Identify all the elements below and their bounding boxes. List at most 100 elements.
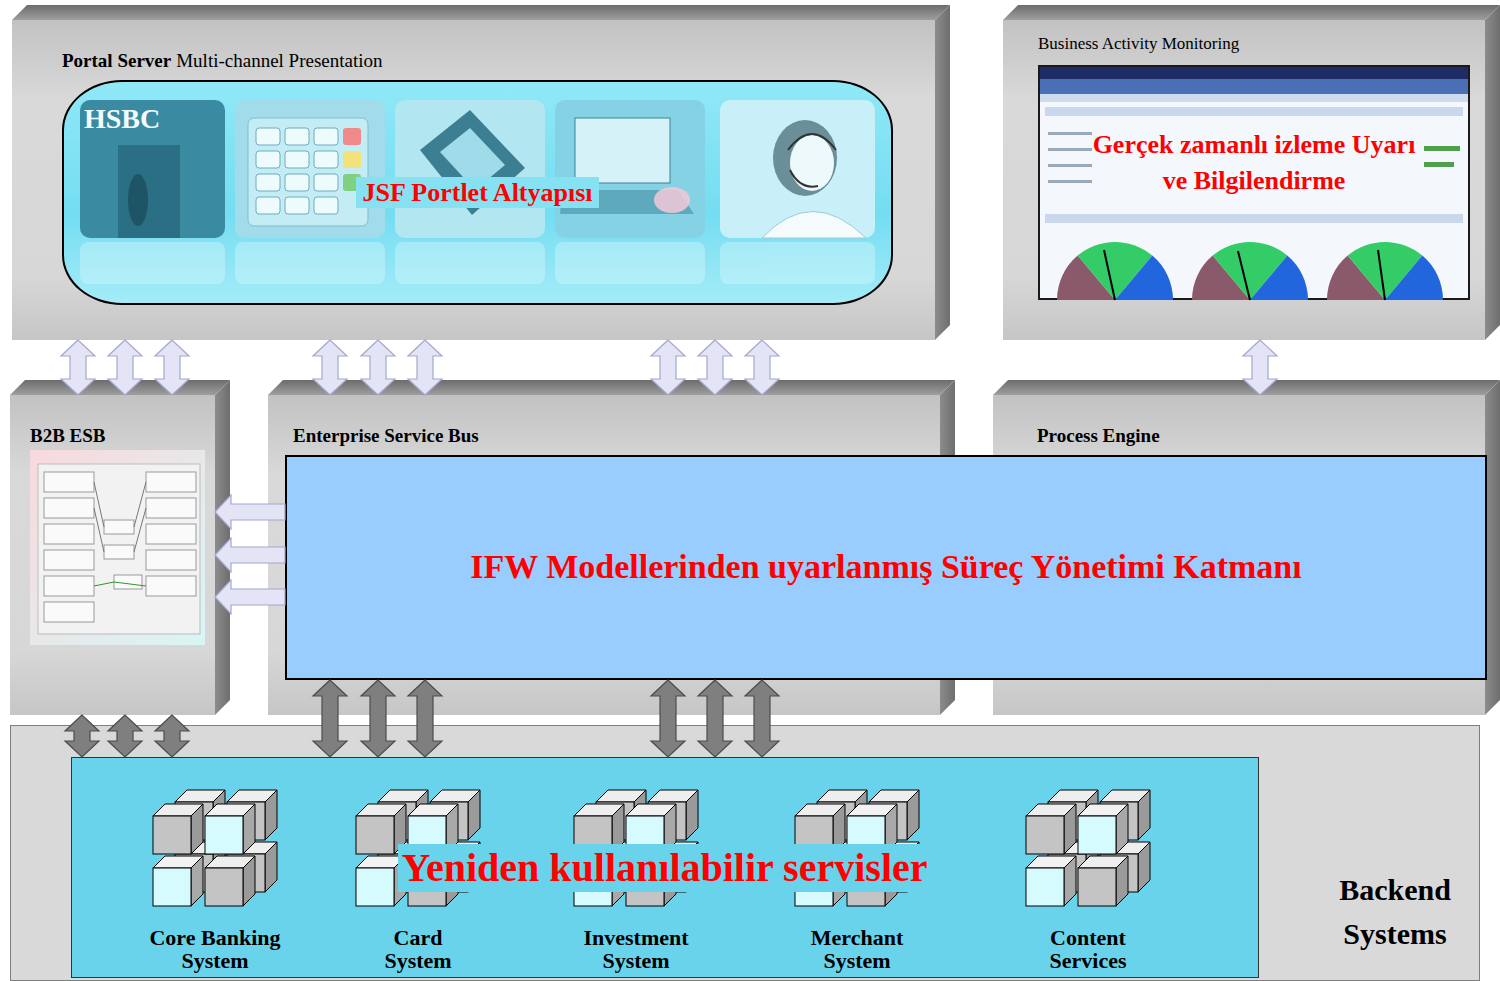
channel-photos — [235, 100, 385, 238]
channel-photos — [773, 120, 837, 196]
photo-reflections — [720, 242, 875, 284]
b2b-mapping-screenshot — [146, 472, 196, 492]
block-arrow — [651, 680, 685, 757]
b2b-mapping-screenshot — [44, 550, 94, 570]
channel-photos — [256, 174, 280, 191]
panel-title: Portal Server — [62, 50, 171, 73]
channel-photos — [118, 145, 180, 238]
channel-photos — [314, 151, 338, 168]
panel-title: Process Engine — [1037, 425, 1160, 448]
block-arrow — [408, 340, 442, 395]
channel-photos — [285, 174, 309, 191]
gauge-chart — [1057, 242, 1443, 300]
channel-photos — [440, 128, 505, 190]
channel-photos — [80, 100, 225, 238]
gauge-chart — [1238, 251, 1250, 300]
system-label: Merchant System — [797, 926, 917, 972]
service-cubes — [795, 790, 919, 906]
channel-photos — [420, 110, 525, 215]
bam-screenshot — [1048, 164, 1092, 167]
panel-title: B2B ESB — [30, 425, 106, 448]
block-arrow — [698, 680, 732, 757]
photo-reflections — [80, 242, 875, 284]
block-arrow — [215, 495, 285, 529]
block-arrow — [361, 680, 395, 757]
photo-reflections — [80, 242, 225, 284]
channel-photos — [314, 174, 338, 191]
block-arrow — [745, 340, 779, 395]
channel-photos — [314, 128, 338, 145]
b2b-mapping-screenshot — [38, 464, 200, 634]
channel-photos — [555, 100, 705, 238]
gauge-chart — [1104, 250, 1115, 300]
b2b-mapping-screenshot — [44, 498, 94, 518]
b2b-mapping-screenshot — [94, 582, 146, 586]
channel-photos — [285, 151, 309, 168]
b2b-mapping-screenshot — [44, 576, 94, 596]
text-slot: Backend Systems — [1317, 868, 1473, 955]
channel-photos — [248, 118, 368, 226]
bam-screenshot — [1424, 162, 1454, 167]
panel-title: Business Activity Monitoring — [1038, 34, 1239, 54]
b2b-mapping-screenshot — [134, 482, 146, 527]
panel-side-bevel — [1485, 380, 1500, 715]
block-arrow — [215, 580, 285, 614]
bam-screenshot — [1424, 146, 1460, 151]
channel-photos — [720, 100, 875, 238]
channel-photos — [128, 174, 148, 226]
b2b-mapping-screenshot — [104, 545, 134, 559]
bam-screenshot — [1048, 180, 1092, 183]
block-arrow — [108, 715, 142, 757]
system-label: Card System — [378, 926, 458, 972]
channel-photos — [762, 212, 866, 239]
bam-screenshot — [1040, 94, 1468, 102]
text-slot: Gerçek zamanlı izleme Uyarı ve Bilgilend… — [1089, 127, 1419, 200]
block-arrow — [361, 340, 395, 395]
panel-title: Enterprise Service Bus — [293, 425, 479, 448]
bam-screenshot — [1040, 67, 1468, 79]
bam-screenshot — [1040, 79, 1468, 94]
block-arrow — [313, 680, 347, 757]
text-slot: Merchant System — [797, 926, 917, 972]
photo-sign: HSBC — [84, 104, 160, 135]
text-slot: Multi-channel Presentation — [176, 50, 556, 73]
block-arrow — [698, 340, 732, 395]
photo-reflections — [555, 242, 705, 284]
channel-photos — [314, 197, 338, 214]
bam-screenshot — [1040, 67, 1468, 223]
service-cubes — [356, 790, 480, 906]
b2b-mapping-screenshot — [104, 520, 134, 534]
block-arrow — [651, 340, 685, 395]
b2b-mapping-screenshot — [44, 602, 94, 622]
channel-photos — [285, 128, 309, 145]
b2b-mapping-screenshot — [134, 508, 146, 552]
photo-reflections — [395, 242, 545, 284]
block-arrow — [155, 715, 189, 757]
text-slot: Enterprise Service Bus — [293, 425, 693, 448]
channel-photos — [343, 151, 361, 168]
system-label: Investment System — [571, 926, 701, 972]
b2b-mapping-screenshot — [44, 472, 94, 492]
b2b-mapping-screenshot — [94, 508, 104, 552]
panel-side-bevel — [935, 5, 950, 340]
block-arrow — [65, 715, 99, 757]
block-arrow — [108, 340, 142, 395]
block-arrow — [215, 538, 285, 572]
b2b-mapping-screenshot — [94, 482, 104, 527]
layer-title: JSF Portlet Altyapısı — [356, 177, 598, 208]
block-arrow — [313, 340, 347, 395]
text-slot: Investment System — [571, 926, 701, 972]
text-slot: Core Banking System — [135, 926, 295, 972]
block-arrow — [155, 340, 189, 395]
panel-top-bevel — [10, 5, 1500, 395]
photo-reflections — [235, 242, 385, 284]
channel-photos — [256, 128, 280, 145]
service-cubes — [1026, 790, 1150, 906]
panel-subtitle: Multi-channel Presentation — [176, 50, 382, 73]
channel-photos — [575, 118, 670, 183]
panel-top-bevel — [1003, 5, 1500, 20]
panel-title: Backend Systems — [1317, 868, 1473, 955]
block-arrow — [1243, 340, 1277, 395]
text-slot: IFW Modellerinden uyarlanmış Süreç Yönet… — [287, 547, 1485, 588]
b2b-mapping-screenshot — [146, 576, 196, 596]
